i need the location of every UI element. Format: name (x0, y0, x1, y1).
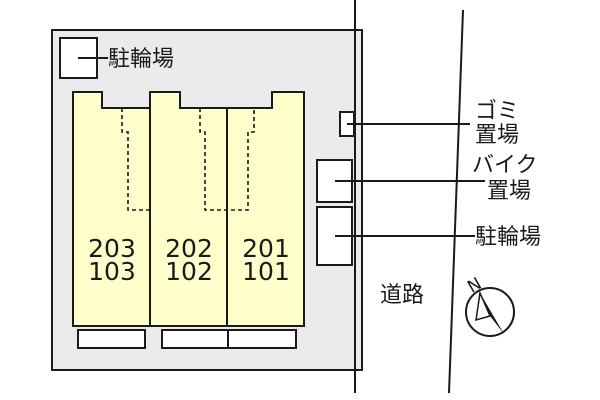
garbage-area-label-1: ゴミ (475, 99, 519, 124)
apartment-building: 203 103 202 102 201 101 (72, 91, 305, 327)
unit-101-label: 101 (242, 257, 290, 286)
north-compass: N (464, 274, 515, 337)
unit-203-label: 203 (88, 234, 136, 263)
entrance-step-middle (161, 329, 229, 349)
entrance-step-right (227, 329, 297, 349)
unit-103-label: 103 (88, 257, 136, 286)
unit-201-label: 201 (242, 234, 290, 263)
motorbike-parking-label-2: 置場 (487, 179, 531, 204)
compass-arrow-icon (480, 293, 504, 334)
unit-102-label: 102 (165, 257, 213, 286)
stair-outline-middle (199, 108, 255, 211)
motorbike-parking-label-1: バイク (472, 153, 538, 178)
stair-outline-left (121, 108, 150, 211)
compass-arrow-outline (475, 290, 492, 322)
road-label: 道路 (380, 283, 424, 308)
bicycle-parking-label-right: 駐輪場 (475, 225, 541, 250)
garbage-area-label-2: 置場 (475, 123, 519, 148)
entrance-step-left (77, 329, 146, 349)
bicycle-parking-label-top: 駐輪場 (108, 47, 174, 72)
building-outline (72, 91, 305, 327)
road-edge-right (448, 9, 464, 394)
unit-202-label: 202 (165, 234, 213, 263)
